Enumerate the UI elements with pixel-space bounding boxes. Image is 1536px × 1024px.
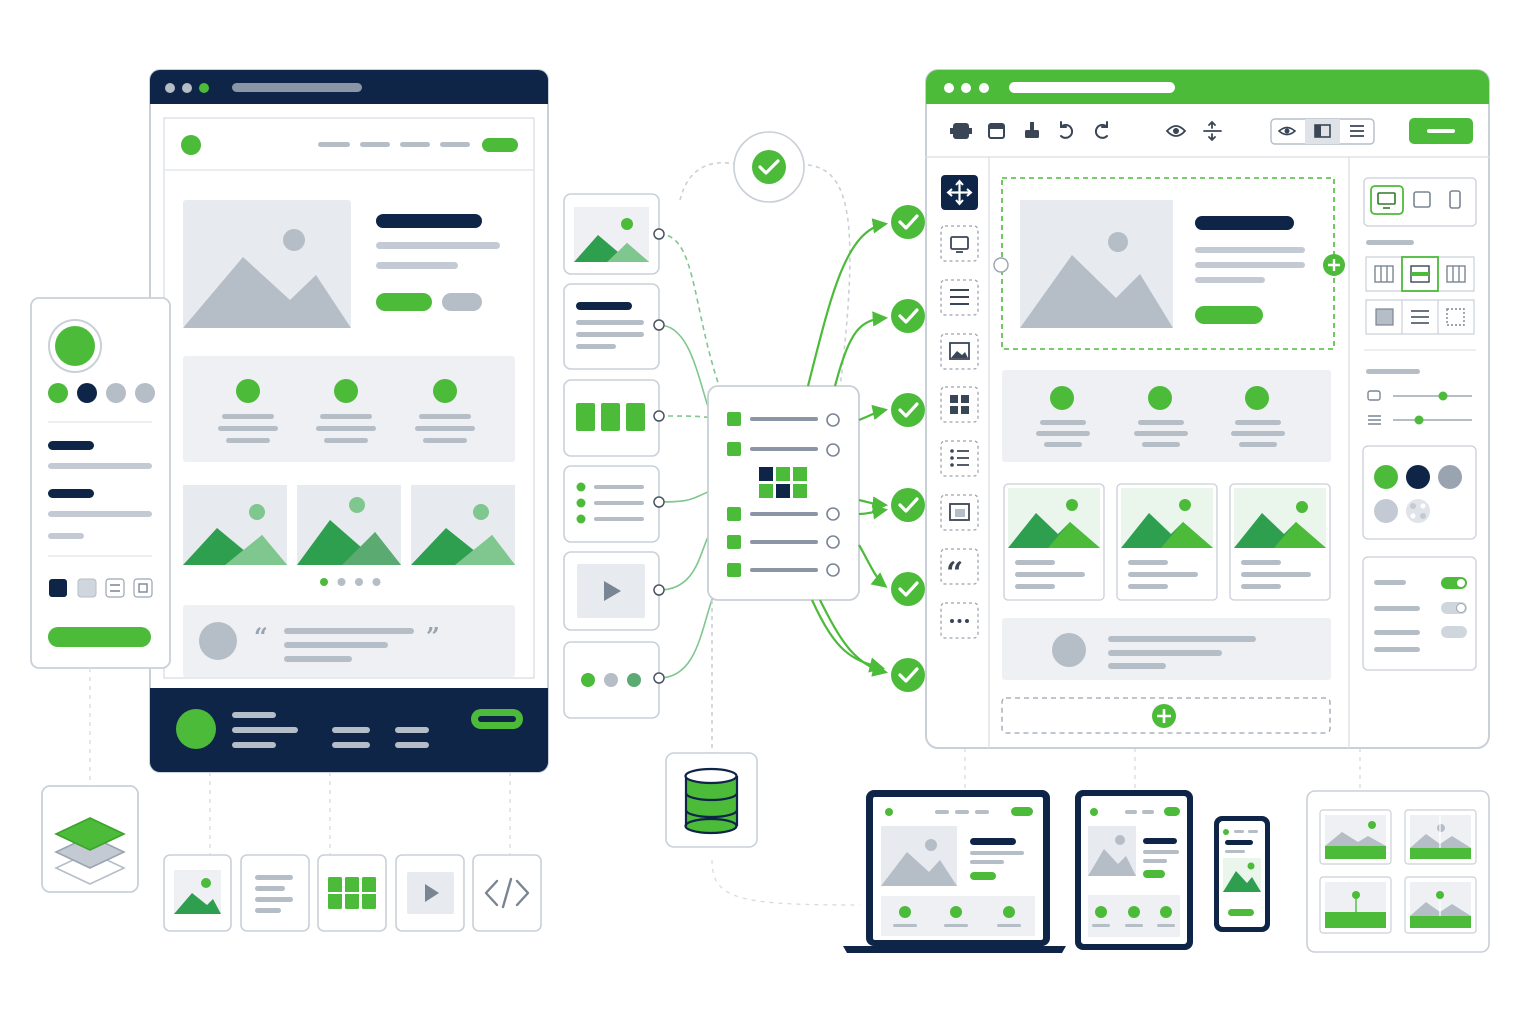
component-card-text[interactable] [563, 283, 660, 370]
image-asset-icon[interactable] [163, 854, 232, 932]
canvas-feature-row[interactable] [1002, 370, 1331, 462]
guide-lines [89, 668, 1361, 906]
canvas-testimonial[interactable] [1002, 618, 1331, 680]
text-icon[interactable] [940, 279, 979, 316]
theme-colors[interactable] [1362, 445, 1477, 540]
site-footer [150, 688, 548, 772]
code-asset-icon[interactable] [472, 854, 542, 932]
template-gallery[interactable] [1306, 790, 1490, 953]
hero-primary-button [376, 293, 432, 311]
more-icon[interactable] [940, 602, 979, 639]
toggle-settings[interactable] [1362, 556, 1477, 671]
play-icon [604, 581, 621, 601]
hero-image-placeholder [183, 200, 351, 328]
hero-secondary-button [442, 293, 482, 311]
component-icon[interactable] [950, 123, 972, 139]
color-swatches[interactable] [48, 383, 155, 403]
tool-palette[interactable]: “ [940, 175, 979, 639]
media-icon[interactable] [940, 494, 979, 531]
component-card-columns[interactable] [563, 379, 660, 457]
desktop-icon[interactable] [1370, 185, 1404, 215]
check-circle-icon [891, 205, 925, 692]
image-icon[interactable] [940, 333, 979, 370]
carousel-dot[interactable] [372, 578, 381, 586]
carousel-dot[interactable] [355, 578, 363, 586]
svg-text:“: “ [946, 556, 963, 591]
layers-icon[interactable] [41, 785, 139, 893]
redo-icon[interactable] [1094, 121, 1108, 139]
component-cards[interactable] [563, 193, 660, 719]
selected-hero-section[interactable] [993, 177, 1345, 350]
hub-row [727, 412, 840, 457]
grid-icon [759, 467, 807, 498]
container-icon[interactable] [940, 225, 979, 262]
site-logo [181, 135, 201, 155]
properties-panel[interactable] [1362, 177, 1477, 671]
database-icon [665, 752, 758, 848]
template-thumbnail[interactable] [1404, 876, 1477, 934]
move-icon[interactable] [941, 175, 978, 210]
phone-icon[interactable] [1449, 190, 1461, 209]
add-section-dropzone[interactable] [1001, 697, 1331, 734]
builder-toolbar[interactable] [950, 118, 1473, 145]
grid-asset-icon[interactable] [317, 854, 387, 932]
video-asset-icon[interactable] [395, 854, 465, 932]
list-icon[interactable] [940, 440, 979, 477]
canvas-card-row[interactable] [1003, 483, 1331, 601]
connector-nodes [653, 228, 665, 684]
quote-close-icon: ” [426, 622, 440, 651]
undo-icon[interactable] [1060, 121, 1074, 139]
eye-icon[interactable] [1165, 125, 1187, 137]
asset-library[interactable] [163, 854, 542, 932]
tablet-icon[interactable] [1413, 191, 1431, 208]
content-hub-panel [707, 385, 860, 601]
setting-toggle[interactable] [1441, 577, 1467, 589]
flow-arrows [806, 218, 889, 677]
layout-icon[interactable] [988, 123, 1005, 139]
template-thumbnail[interactable] [1319, 876, 1392, 934]
style-settings-card [30, 297, 171, 669]
testimonial-block: “ ” [183, 605, 515, 677]
template-thumbnail[interactable] [1319, 809, 1392, 865]
setting-toggle[interactable] [1441, 602, 1467, 614]
template-thumbnail[interactable] [1404, 809, 1477, 865]
carousel-dot[interactable] [337, 578, 346, 586]
style-card-action-button[interactable] [48, 627, 151, 647]
quote-icon[interactable]: “ [940, 548, 979, 591]
paint-icon[interactable] [1025, 122, 1039, 138]
setting-toggle[interactable] [1441, 626, 1467, 638]
wireframe-browser: “ ” [149, 69, 549, 773]
hub-row [727, 507, 840, 577]
view-mode-switch[interactable] [1270, 118, 1375, 145]
align-icon[interactable] [1203, 120, 1222, 142]
grid-icon[interactable] [940, 386, 979, 423]
spacing-sliders[interactable] [1367, 390, 1472, 425]
image-gallery [183, 485, 515, 565]
carousel-dot[interactable] [320, 578, 328, 586]
layout-options[interactable] [1365, 256, 1475, 335]
add-block-icon[interactable] [1323, 254, 1345, 276]
check-circle-icon [733, 131, 805, 203]
carousel-dots[interactable] [320, 578, 381, 586]
phone-icon [1214, 816, 1270, 932]
laptop-icon [843, 790, 1066, 953]
quote-open-icon: “ [254, 622, 268, 651]
header-cta-button [482, 138, 518, 152]
text-asset-icon[interactable] [240, 854, 310, 932]
component-card-video[interactable] [563, 551, 660, 631]
tablet-icon [1075, 790, 1193, 950]
feature-columns [218, 379, 475, 443]
component-card-image[interactable] [563, 193, 660, 275]
component-card-list[interactable] [563, 465, 660, 543]
testimonial-avatar [199, 622, 237, 660]
component-card-dots[interactable] [563, 641, 660, 719]
site-builder-window: “ [925, 69, 1490, 749]
